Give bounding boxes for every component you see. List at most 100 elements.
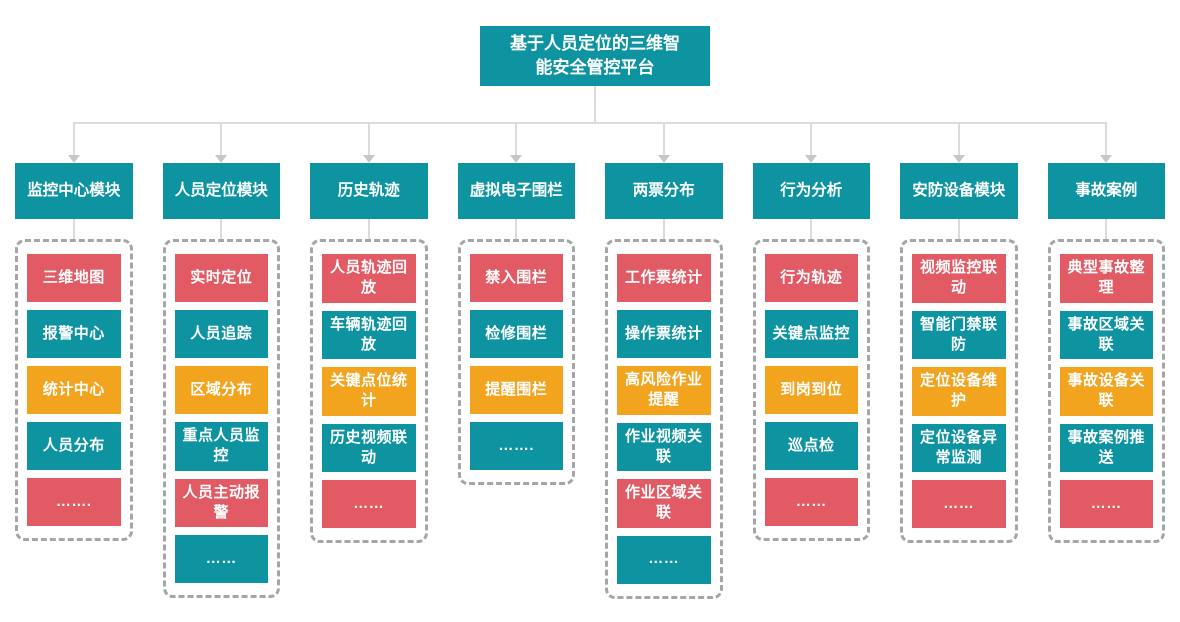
arrow-down-icon bbox=[952, 155, 965, 163]
module-header: 行为分析 bbox=[752, 163, 870, 219]
module-item: 重点人员监控 bbox=[174, 422, 268, 471]
connector-branch-line bbox=[753, 122, 871, 163]
module-item: 定位设备异常监测 bbox=[912, 423, 1006, 472]
module-item-group: 禁入围栏检修围栏提醒围栏 ……. bbox=[457, 239, 575, 485]
module-item: 关键点监控 bbox=[764, 310, 858, 358]
module-header: 两票分布 bbox=[605, 163, 723, 219]
module-item: ……. bbox=[27, 478, 121, 526]
module-header: 虚拟电子围栏 bbox=[457, 163, 575, 219]
module-item: …… bbox=[617, 535, 711, 584]
connector-horizontal-line bbox=[74, 122, 1107, 124]
module-column-6: 行为分析行为轨迹关键点监控到岗到位巡点检 …… bbox=[752, 122, 871, 541]
module-item-group: 工作票统计操作票统计高风险作业提醒作业视频关联作业区域关联…… bbox=[605, 239, 723, 599]
connector-header-stub bbox=[753, 219, 871, 239]
connector-branch-line bbox=[900, 122, 1018, 163]
module-item: …… bbox=[764, 478, 858, 526]
connector-header-stub bbox=[458, 219, 576, 239]
header-stub-line bbox=[220, 219, 223, 239]
module-item: 车辆轨迹回放 bbox=[322, 310, 416, 359]
connector-branch-line bbox=[310, 122, 428, 163]
module-header: 监控中心模块 bbox=[15, 163, 133, 219]
module-column-8: 事故案例典型事故整理事故区域关联事故设备关联事故案例推送…… bbox=[1047, 122, 1166, 543]
module-column-4: 虚拟电子围栏禁入围栏检修围栏提醒围栏 ……. bbox=[457, 122, 576, 485]
module-column-5: 两票分布工作票统计操作票统计高风险作业提醒作业视频关联作业区域关联…… bbox=[605, 122, 723, 599]
connector-title-drop-line bbox=[594, 86, 596, 123]
module-header: 历史轨迹 bbox=[310, 163, 428, 219]
header-stub-line bbox=[515, 219, 518, 239]
connector-header-stub bbox=[605, 219, 723, 239]
module-column-1: 监控中心模块三维地图报警中心统计中心人员分布……. bbox=[15, 122, 133, 541]
module-item: 定位设备维护 bbox=[912, 367, 1006, 416]
header-stub-line bbox=[957, 219, 960, 239]
module-item: 实时定位 bbox=[174, 254, 268, 302]
module-item: 检修围栏 bbox=[469, 310, 563, 358]
module-item: 禁入围栏 bbox=[469, 254, 563, 302]
module-item: 事故区域关联 bbox=[1059, 310, 1153, 359]
branch-vertical-line bbox=[662, 122, 665, 155]
connector-branch-line bbox=[458, 122, 576, 163]
module-item: 人员主动报警 bbox=[174, 478, 268, 527]
module-item-group: 典型事故整理事故区域关联事故设备关联事故案例推送…… bbox=[1047, 239, 1165, 543]
connector-header-stub bbox=[15, 219, 133, 239]
branch-vertical-line bbox=[220, 122, 223, 155]
arrow-down-icon bbox=[805, 155, 818, 163]
arrow-down-icon bbox=[215, 155, 228, 163]
connector-header-stub bbox=[163, 219, 281, 239]
module-item-group: 三维地图报警中心统计中心人员分布……. bbox=[15, 239, 133, 541]
module-column-7: 安防设备模块视频监控联动智能门禁联防定位设备维护定位设备异常监测 …… bbox=[900, 122, 1018, 543]
module-item: 区域分布 bbox=[174, 366, 268, 414]
header-stub-line bbox=[367, 219, 370, 239]
branch-vertical-line bbox=[1105, 122, 1108, 155]
arrow-down-icon bbox=[362, 155, 375, 163]
connector-branch-line bbox=[163, 122, 281, 163]
module-item-group: 实时定位人员追踪区域分布重点人员监控人员主动报警 …… bbox=[162, 239, 280, 598]
branch-vertical-line bbox=[957, 122, 960, 155]
module-item: 视频监控联动 bbox=[912, 254, 1006, 303]
module-item: 历史视频联动 bbox=[322, 423, 416, 472]
connector-branch-line bbox=[1048, 122, 1166, 163]
module-header: 安防设备模块 bbox=[900, 163, 1018, 219]
module-item: ……. bbox=[469, 422, 563, 470]
branch-vertical-line bbox=[515, 122, 518, 155]
module-header: 事故案例 bbox=[1047, 163, 1165, 219]
branch-vertical-line bbox=[72, 122, 75, 155]
module-item: 人员分布 bbox=[27, 422, 121, 470]
arrow-down-icon bbox=[1100, 155, 1113, 163]
module-item: 工作票统计 bbox=[617, 254, 711, 302]
module-item: …… bbox=[1059, 480, 1153, 528]
module-item: 作业区域关联 bbox=[617, 479, 711, 528]
module-item: 到岗到位 bbox=[764, 366, 858, 414]
module-item: …… bbox=[912, 480, 1006, 528]
columns-row: 监控中心模块三维地图报警中心统计中心人员分布…….人员定位模块实时定位人员追踪区… bbox=[15, 122, 1165, 599]
header-stub-line bbox=[72, 219, 75, 239]
branch-vertical-line bbox=[367, 122, 370, 155]
module-item: 关键点位统计 bbox=[322, 367, 416, 416]
connector-branch-line bbox=[605, 122, 723, 163]
arrow-down-icon bbox=[67, 155, 80, 163]
connector-header-stub bbox=[1048, 219, 1166, 239]
module-item-group: 行为轨迹关键点监控到岗到位巡点检 …… bbox=[752, 239, 870, 541]
module-item: …… bbox=[322, 480, 416, 528]
header-stub-line bbox=[662, 219, 665, 239]
module-item: 报警中心 bbox=[27, 310, 121, 358]
module-item-group: 人员轨迹回放车辆轨迹回放关键点位统计历史视频联动…… bbox=[310, 239, 428, 543]
module-column-2: 人员定位模块实时定位人员追踪区域分布重点人员监控人员主动报警 …… bbox=[162, 122, 281, 598]
module-item: 行为轨迹 bbox=[764, 254, 858, 302]
module-item: 人员追踪 bbox=[174, 310, 268, 358]
module-item: 智能门禁联防 bbox=[912, 310, 1006, 359]
module-item: 三维地图 bbox=[27, 254, 121, 302]
module-item-group: 视频监控联动智能门禁联防定位设备维护定位设备异常监测 …… bbox=[900, 239, 1018, 543]
module-item: 事故设备关联 bbox=[1059, 367, 1153, 416]
connector-header-stub bbox=[900, 219, 1018, 239]
module-item: 巡点检 bbox=[764, 422, 858, 470]
module-item: 提醒围栏 bbox=[469, 366, 563, 414]
module-item: …… bbox=[174, 535, 268, 583]
module-column-3: 历史轨迹人员轨迹回放车辆轨迹回放关键点位统计历史视频联动…… bbox=[310, 122, 428, 543]
header-stub-line bbox=[810, 219, 813, 239]
branch-vertical-line bbox=[810, 122, 813, 155]
connector-header-stub bbox=[310, 219, 428, 239]
module-header: 人员定位模块 bbox=[162, 163, 280, 219]
module-item: 事故案例推送 bbox=[1059, 423, 1153, 472]
module-item: 高风险作业提醒 bbox=[617, 366, 711, 415]
